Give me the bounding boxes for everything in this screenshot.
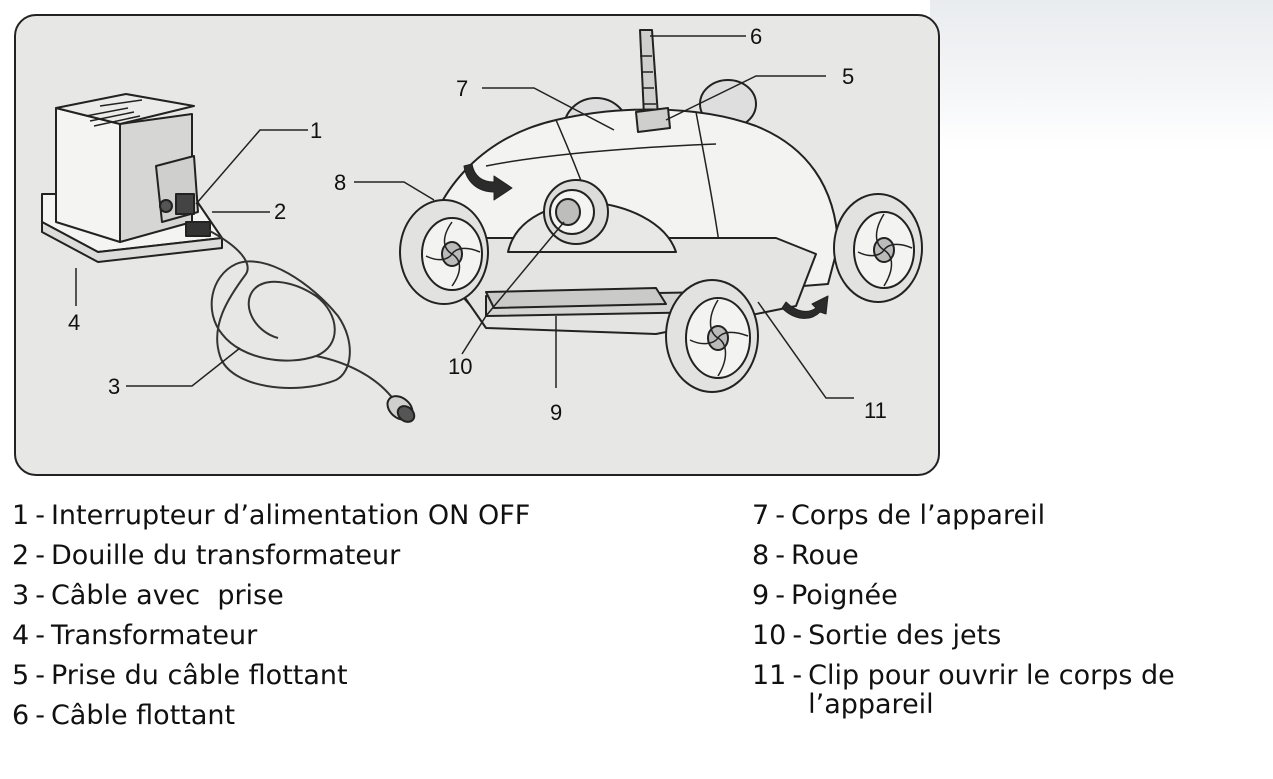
callout-5: 5 (842, 64, 854, 89)
robot-drawing (399, 29, 923, 393)
power-cable-drawing (207, 229, 395, 401)
plug-drawing (386, 395, 416, 423)
legend-item: 7-Corps de l’appareil (752, 496, 1248, 536)
diagram-drawing: 1 2 3 4 5 6 7 8 9 10 11 (41, 24, 923, 425)
callout-4: 4 (68, 310, 80, 335)
legend-text: Corps de l’appareil (790, 500, 1046, 531)
legend-item: 4-Transformateur (12, 616, 530, 656)
legend-text: Câble flottant (50, 700, 236, 731)
legend-item: 3-Câble avec prise (12, 576, 530, 616)
legend-text: Interrupteur d’alimentation ON OFF (50, 500, 531, 531)
callout-labels: 1 2 3 4 5 6 7 8 9 10 11 (68, 24, 887, 425)
legend-number: 8 (752, 540, 770, 571)
callout-1: 1 (310, 118, 322, 143)
legend-text: Prise du câble flottant (50, 660, 348, 691)
legend-item: 1-Interrupteur d’alimentation ON OFF (12, 496, 530, 536)
callout-11: 11 (864, 398, 887, 423)
transformer-drawing (41, 93, 223, 263)
legend-text: Douille du transformateur (50, 540, 401, 571)
legend-number: 11 (752, 660, 787, 691)
legend-text: Transformateur (50, 620, 258, 651)
legend-number: 9 (752, 580, 770, 611)
legend-item: 10-Sortie des jets (752, 616, 1248, 656)
legend-left-column: 1-Interrupteur d’alimentation ON OFF 2-D… (12, 496, 530, 736)
callout-2: 2 (274, 199, 286, 224)
legend-right-column: 7-Corps de l’appareil 8-Roue 9-Poignée 1… (752, 496, 1248, 719)
legend-item: 11-Clip pour ouvrir le corps de l’appare… (752, 656, 1248, 719)
callout-9: 9 (550, 400, 562, 425)
background-gradient (930, 0, 1273, 150)
legend-text: Clip pour ouvrir le corps de l’appareil (808, 660, 1175, 720)
callout-7: 7 (456, 76, 468, 101)
legend-item: 8-Roue (752, 536, 1248, 576)
product-diagram: 1 2 3 4 5 6 7 8 9 10 11 (14, 14, 940, 476)
legend-text: Roue (790, 540, 859, 571)
callout-8: 8 (334, 170, 346, 195)
legend-number: 10 (752, 620, 787, 651)
legend-number: 2 (12, 540, 30, 571)
legend-number: 5 (12, 660, 30, 691)
legend-number: 6 (12, 700, 30, 731)
legend-item: 5-Prise du câble flottant (12, 656, 530, 696)
legend-text: Poignée (790, 580, 898, 611)
callout-3: 3 (108, 374, 120, 399)
legend-item: 6-Câble flottant (12, 696, 530, 736)
callout-6: 6 (750, 24, 762, 49)
legend-number: 1 (12, 500, 30, 531)
legend-number: 3 (12, 580, 30, 611)
legend-item: 9-Poignée (752, 576, 1248, 616)
legend-text: Sortie des jets (808, 620, 1002, 651)
legend-text: Câble avec prise (50, 580, 284, 611)
leader-lines (75, 35, 854, 399)
legend-number: 4 (12, 620, 30, 651)
callout-10: 10 (448, 354, 472, 379)
legend-item: 2-Douille du transformateur (12, 536, 530, 576)
legend-number: 7 (752, 500, 770, 531)
